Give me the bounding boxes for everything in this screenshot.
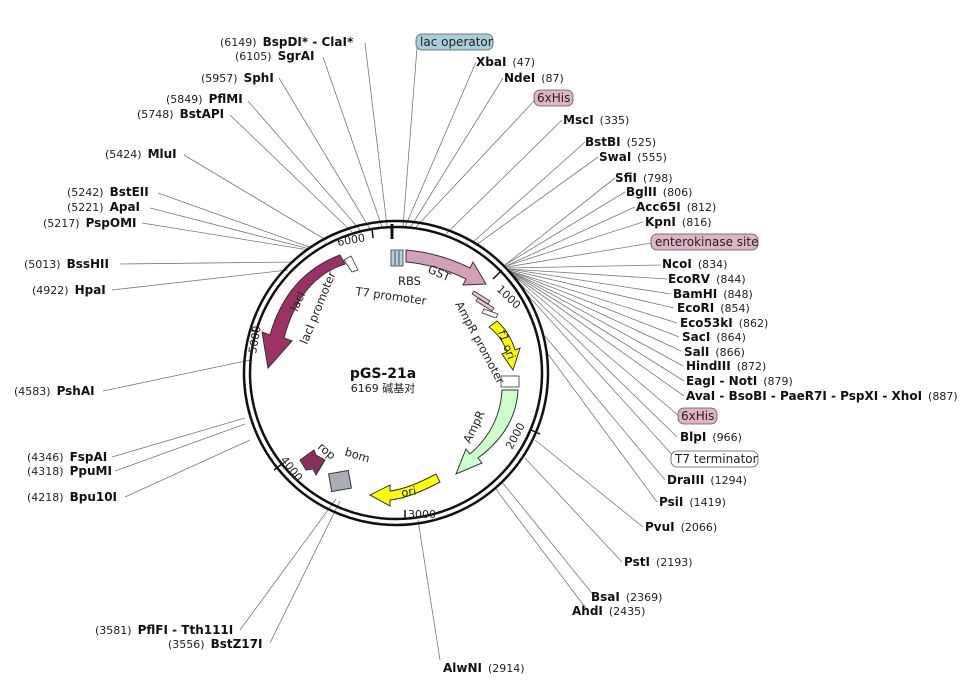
ori-arrow [368, 473, 441, 507]
tag-6xhis: 6xHis [537, 91, 570, 105]
tag-6xhis: 6xHis [681, 409, 714, 423]
feature-label-f1-ori: f1 ori [495, 328, 518, 361]
tag-box [415, 33, 494, 51]
site-label: DraIII(1294) [667, 473, 747, 487]
site-label: (4346)FspAI [27, 450, 107, 464]
tag-segment [475, 297, 495, 312]
feature-label-rbs: RBS [398, 274, 421, 288]
feature-label-ori: ori [400, 484, 417, 500]
backbone-outer [242, 219, 550, 527]
site-label: (5242)BstEII [67, 185, 149, 199]
tag-lac-operator: lac operator [420, 35, 493, 49]
rop-arrow [299, 449, 326, 477]
site-label: (6105)SgrAI [235, 49, 314, 63]
site-label: BamHI(848) [673, 287, 753, 301]
site-label: BglII(806) [626, 185, 692, 199]
site-label: (3556)BstZ17I [168, 637, 262, 651]
site-label: EagI - NotI(879) [686, 374, 793, 388]
f1-ori-arrow [488, 320, 521, 372]
site-label: SfiI(798) [615, 171, 673, 185]
site-label: PvuI(2066) [645, 520, 717, 534]
site-label: (5849)PflMI [166, 92, 243, 106]
site-label: MscI(335) [563, 113, 629, 127]
site-label: (4922)HpaI [32, 283, 106, 297]
site-label: EcoRI(854) [677, 301, 750, 315]
site-label: NcoI(834) [662, 257, 727, 271]
t7-promoter-box [390, 249, 404, 267]
tag-box [677, 407, 718, 425]
site-label: NdeI(87) [504, 71, 564, 85]
site-label: (5013)BssHII [24, 257, 109, 271]
site-labels-left: (6149)BspDI* - ClaI* (6105)SgrAI (5957)S… [14, 35, 354, 651]
promoter-box [500, 375, 520, 388]
tag-box [533, 89, 574, 107]
tag-enterokinase-site: enterokinase site [655, 235, 758, 249]
site-label: AvaI - BsoBI - PaeR7I - PspXI - XhoI(887… [686, 389, 958, 403]
feature-tags: lac operator 6xHis enterokinase site 6xH… [415, 33, 759, 468]
ring-tick-label: 5000 [246, 325, 264, 355]
plasmid-name: pGS-21a [350, 366, 416, 382]
site-label: SalI(866) [684, 345, 745, 359]
site-label: BsaI(2369) [591, 590, 662, 604]
ring-tick-label: 1000 [494, 283, 523, 312]
tag-t7-terminator: T7 terminator [674, 452, 758, 466]
bom-box [328, 469, 352, 493]
ring-tick-marks [249, 227, 541, 520]
site-label: HindIII(872) [686, 359, 766, 373]
site-label: AlwNI(2914) [443, 661, 525, 675]
site-label: (6149)BspDI* - ClaI* [220, 35, 354, 49]
tag-box [650, 233, 759, 251]
site-label: Eco53kI(862) [680, 316, 768, 330]
site-label: EcoRV(844) [668, 272, 746, 286]
backbone-inner [248, 225, 544, 521]
plasmid-size: 6169 碱基对 [351, 381, 416, 395]
site-label: (3581)PflFI - Tth111I [95, 623, 233, 637]
gst-arrow [405, 249, 487, 286]
site-label: XbaI(47) [476, 55, 535, 69]
site-label: AhdI(2435) [572, 604, 645, 618]
site-label: SwaI(555) [599, 150, 667, 164]
ampr-promoter-arrow [481, 308, 499, 319]
site-label: PstI(2193) [624, 555, 693, 569]
feature-arrows [261, 249, 521, 507]
site-label: (5424)MluI [105, 147, 177, 161]
site-label: Acc65I(812) [636, 200, 716, 214]
site-label: (5217)PspOMI [43, 216, 137, 230]
ring-tick-label: 6000 [336, 231, 366, 249]
site-labels-right: AlwNI(2914) XbaI(47) NdeI(87) MscI(335) … [443, 55, 958, 675]
ring-tick-label: 4000 [278, 454, 305, 484]
site-label: (4318)PpuMI [27, 464, 112, 478]
site-label: (5748)BstAPI [137, 107, 224, 121]
feature-label-bom: bom [343, 445, 372, 466]
site-label: (4218)Bpu10I [27, 490, 117, 504]
leader-lines [102, 42, 685, 661]
site-label: (5221)ApaI [67, 200, 140, 214]
site-label: (4583)PshAI [14, 384, 95, 398]
ring-tick-label: 3000 [408, 508, 436, 521]
site-label: SacI(864) [682, 330, 746, 344]
ampr-arrow [455, 389, 519, 475]
mcs-fan-lines [504, 177, 685, 438]
site-label: BlpI(966) [680, 430, 742, 444]
site-label: BstBI(525) [585, 135, 656, 149]
laci-arrow [261, 254, 346, 370]
tag-box [670, 450, 759, 468]
site-label: PsiI(1419) [659, 495, 726, 509]
site-label: (5957)SphI [201, 71, 274, 85]
laci-promoter-arrow [343, 255, 359, 273]
site-label: KpnI(816) [645, 215, 712, 229]
